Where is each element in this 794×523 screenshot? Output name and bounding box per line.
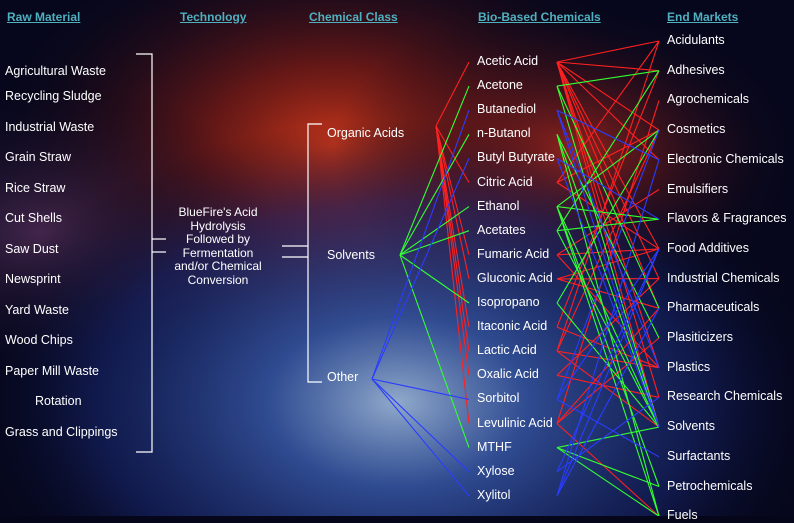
class-bracket [308,124,322,382]
market-link-n-butanol-solvents [557,134,659,427]
class-link-organic-acids-acetic-acid [436,62,469,126]
class-link-solvents-acetates [400,231,469,255]
end-market-food-additives: Food Additives [667,241,749,256]
market-link-acetic-acid-acidulants [557,41,659,62]
market-link-n-butanol-plasiticizers [557,134,659,338]
chemical-xylose: Xylose [477,464,515,479]
technology-line: BlueFire's Acid [158,206,278,220]
chemical-acetone: Acetone [477,78,523,93]
chemical-lactic-acid: Lactic Acid [477,343,537,358]
chemical-levulinic-acid: Levulinic Acid [477,416,553,431]
raw-material-item: Saw Dust [5,242,59,257]
raw-material-bracket [136,54,152,452]
end-market-research-chemicals: Research Chemicals [667,389,782,404]
end-market-emulsifiers: Emulsifiers [667,182,728,197]
header-chemical-class: Chemical Class [309,10,398,24]
chemical-fumaric-acid: Fumaric Acid [477,247,549,262]
raw-material-item: Rotation [35,394,82,409]
raw-material-item: Industrial Waste [5,120,94,135]
chemical-isopropano: Isopropano [477,295,540,310]
chemical-itaconic-acid: Itaconic Acid [477,319,547,334]
end-market-petrochemicals: Petrochemicals [667,479,752,494]
chemical-butyl-butyrate: Butyl Butyrate [477,150,555,165]
technology-line: and/or Chemical [158,260,278,274]
end-market-solvents: Solvents [667,419,715,434]
market-link-xylitol-pharmaceuticals [557,308,659,496]
class-link-organic-acids-gluconic-acid [436,126,469,279]
chemical-mthf: MTHF [477,440,512,455]
raw-material-item: Agricultural Waste [5,64,106,79]
raw-material-item: Recycling Sludge [5,89,102,104]
end-market-acidulants: Acidulants [667,33,725,48]
header-bio-based-chemicals: Bio-Based Chemicals [478,10,601,24]
chemical-ethanol: Ethanol [477,199,519,214]
end-market-electronic-chemicals: Electronic Chemicals [667,152,784,167]
end-market-industrial-chemicals: Industrial Chemicals [667,271,780,286]
chemical-oxalic-acid: Oxalic Acid [477,367,539,382]
end-market-plasiticizers: Plasiticizers [667,330,733,345]
chemical-acetates: Acetates [477,223,526,238]
market-link-butanediol-electronic-chemicals [557,110,659,160]
class-organic-acids: Organic Acids [327,126,404,141]
end-market-surfactants: Surfactants [667,449,730,464]
end-market-pharmaceuticals: Pharmaceuticals [667,300,759,315]
technology-description: BlueFire's Acid Hydrolysis Followed by F… [158,206,278,287]
raw-material-item: Cut Shells [5,211,62,226]
market-link-butanediol-solvents [557,110,659,427]
market-link-acetone-adhesives [557,71,659,86]
raw-material-item: Rice Straw [5,181,65,196]
end-market-flavors-fragrances: Flavors & Fragrances [667,211,786,226]
chemical-butanediol: Butanediol [477,102,536,117]
chemical-acetic-acid: Acetic Acid [477,54,538,69]
chemical-n-butanol: n-Butanol [477,126,531,141]
header-technology: Technology [180,10,246,24]
class-link-other-butanediol [372,110,469,379]
class-other: Other [327,370,358,385]
raw-material-item: Yard Waste [5,303,69,318]
raw-material-item: Wood Chips [5,333,73,348]
technology-line: Followed by [158,233,278,247]
end-market-plastics: Plastics [667,360,710,375]
chemical-gluconic-acid: Gluconic Acid [477,271,553,286]
chemical-sorbitol: Sorbitol [477,391,519,406]
end-market-cosmetics: Cosmetics [667,122,725,137]
raw-material-item: Paper Mill Waste [5,364,99,379]
end-market-agrochemicals: Agrochemicals [667,92,749,107]
technology-line: Conversion [158,274,278,288]
technology-line: Fermentation [158,247,278,261]
header-end-markets: End Markets [667,10,738,24]
technology-line: Hydrolysis [158,220,278,234]
raw-material-item: Newsprint [5,272,61,287]
class-solvents: Solvents [327,248,375,263]
market-link-acetic-acid-adhesives [557,62,659,71]
chemical-citric-acid: Citric Acid [477,175,533,190]
header-raw-material: Raw Material [7,10,80,24]
chemical-xylitol: Xylitol [477,488,510,503]
end-market-adhesives: Adhesives [667,63,725,78]
raw-material-item: Grain Straw [5,150,71,165]
class-link-other-xylose [372,379,469,472]
raw-material-item: Grass and Clippings [5,425,118,440]
